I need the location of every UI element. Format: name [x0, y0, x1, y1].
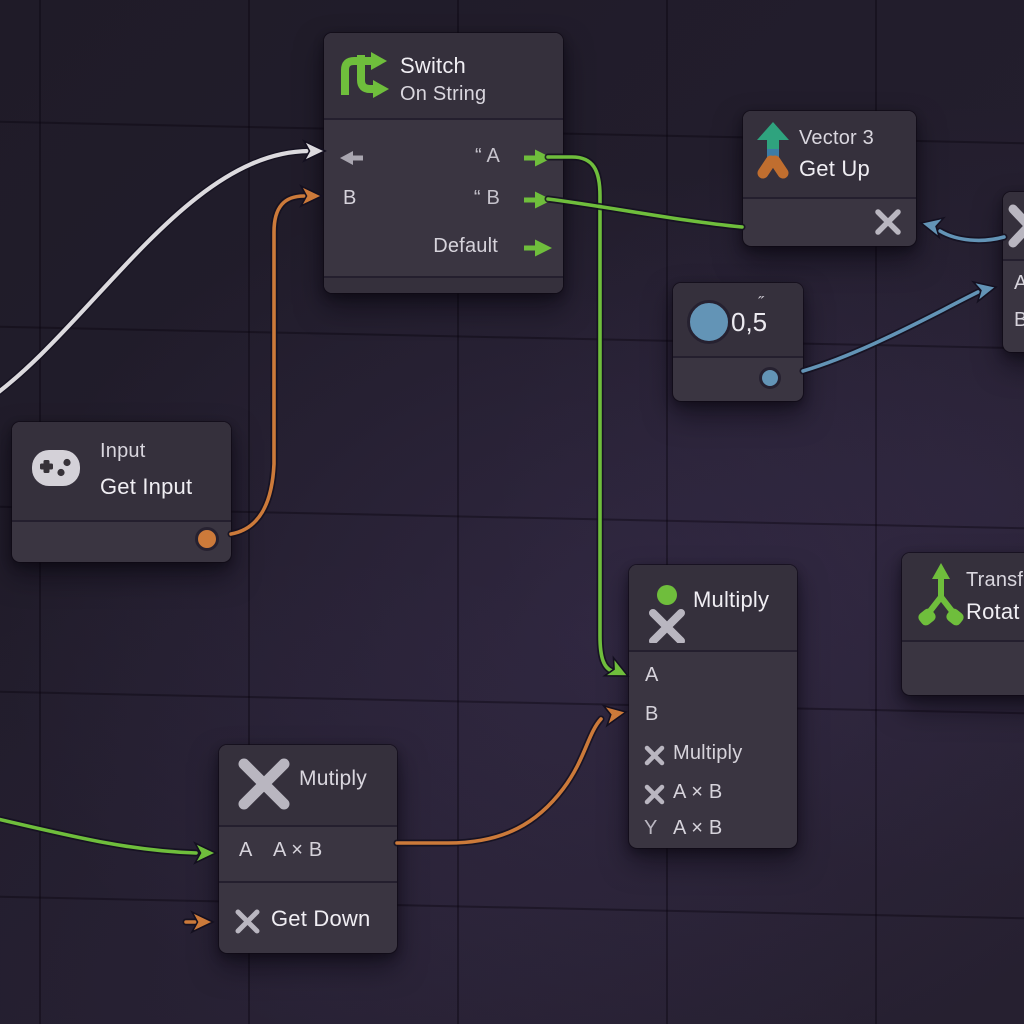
- switch-default-label: Default: [433, 235, 498, 257]
- mutiply-in-a-label: A: [239, 839, 253, 861]
- multiply-row-label: Multiply: [673, 742, 743, 764]
- grid-line: [0, 894, 1024, 922]
- value-text[interactable]: 0,5: [731, 307, 768, 337]
- transform-rotate-icon: [918, 563, 964, 626]
- transform-node-header[interactable]: [902, 553, 1024, 640]
- node-title: Transf: [966, 569, 1024, 591]
- multiply-icon: [649, 585, 685, 643]
- flow-in-arrow-icon[interactable]: [340, 150, 363, 166]
- grid-line: [0, 324, 1024, 352]
- switch-out-b-label: “ B: [473, 187, 500, 209]
- edge-multiply-node[interactable]: A B: [1003, 192, 1024, 352]
- value-node[interactable]: 0,5 ˝: [673, 283, 803, 401]
- edge-in-b-label: B: [1014, 309, 1024, 331]
- multiply-in-a-label: A: [645, 664, 659, 686]
- mutiply-getdown-label: Get Down: [271, 906, 371, 931]
- mutiply-node[interactable]: Mutiply A A × B Get Down: [219, 745, 397, 953]
- multiply-node[interactable]: Multiply A B Multiply A × B Y A × B: [629, 565, 797, 848]
- vector3-up-icon: [757, 122, 789, 179]
- switch-in-b-label: B: [343, 187, 357, 209]
- x-row-icon: [644, 784, 665, 805]
- input-node[interactable]: Input Get Input: [12, 422, 231, 562]
- node-subtitle: Get Input: [100, 474, 193, 499]
- node-title: Vector 3: [799, 127, 874, 149]
- multiply-row-label: A × B: [673, 781, 723, 803]
- multiply-row-label: A × B: [673, 817, 723, 839]
- value-mark: ˝: [758, 295, 764, 312]
- transform-node[interactable]: Transf Rotat: [902, 553, 1024, 695]
- clear-value-button[interactable]: [874, 208, 902, 236]
- y-row-prefix: Y: [644, 817, 658, 839]
- x-row-icon: [235, 909, 260, 934]
- flow-out-port[interactable]: [524, 190, 553, 210]
- node-title: Input: [100, 440, 146, 462]
- multiply-in-b-label: B: [645, 703, 659, 725]
- grid-line: [666, 0, 668, 1024]
- node-title: Multiply: [693, 587, 770, 612]
- vector3-node[interactable]: Vector 3 Get Up: [743, 111, 916, 246]
- mutiply-node-header[interactable]: [219, 745, 397, 825]
- node-title: Switch: [400, 53, 466, 78]
- multiply-x-icon: [1008, 204, 1024, 248]
- value-type-dot: [687, 300, 731, 344]
- input-out-port[interactable]: [195, 527, 219, 551]
- flow-out-port[interactable]: [524, 238, 553, 258]
- x-row-icon: [644, 745, 665, 766]
- multiply-x-icon: [238, 758, 290, 810]
- node-title: Mutiply: [299, 767, 367, 790]
- gamepad-icon: [32, 450, 80, 486]
- edge-in-a-label: A: [1014, 272, 1024, 294]
- grid-line: [0, 689, 1024, 717]
- switch-out-a-label: “ A: [474, 145, 500, 167]
- switch-node[interactable]: Switch On String “ A B “ B Default: [324, 33, 563, 293]
- node-subtitle: Get Up: [799, 156, 870, 181]
- switch-node-footer: [324, 278, 563, 293]
- node-subtitle: Rotat: [966, 599, 1020, 624]
- switch-icon: [341, 52, 389, 98]
- mutiply-axb-label: A × B: [273, 839, 323, 861]
- flow-out-port[interactable]: [524, 148, 553, 168]
- value-out-port[interactable]: [759, 367, 781, 389]
- node-subtitle: On String: [400, 83, 487, 105]
